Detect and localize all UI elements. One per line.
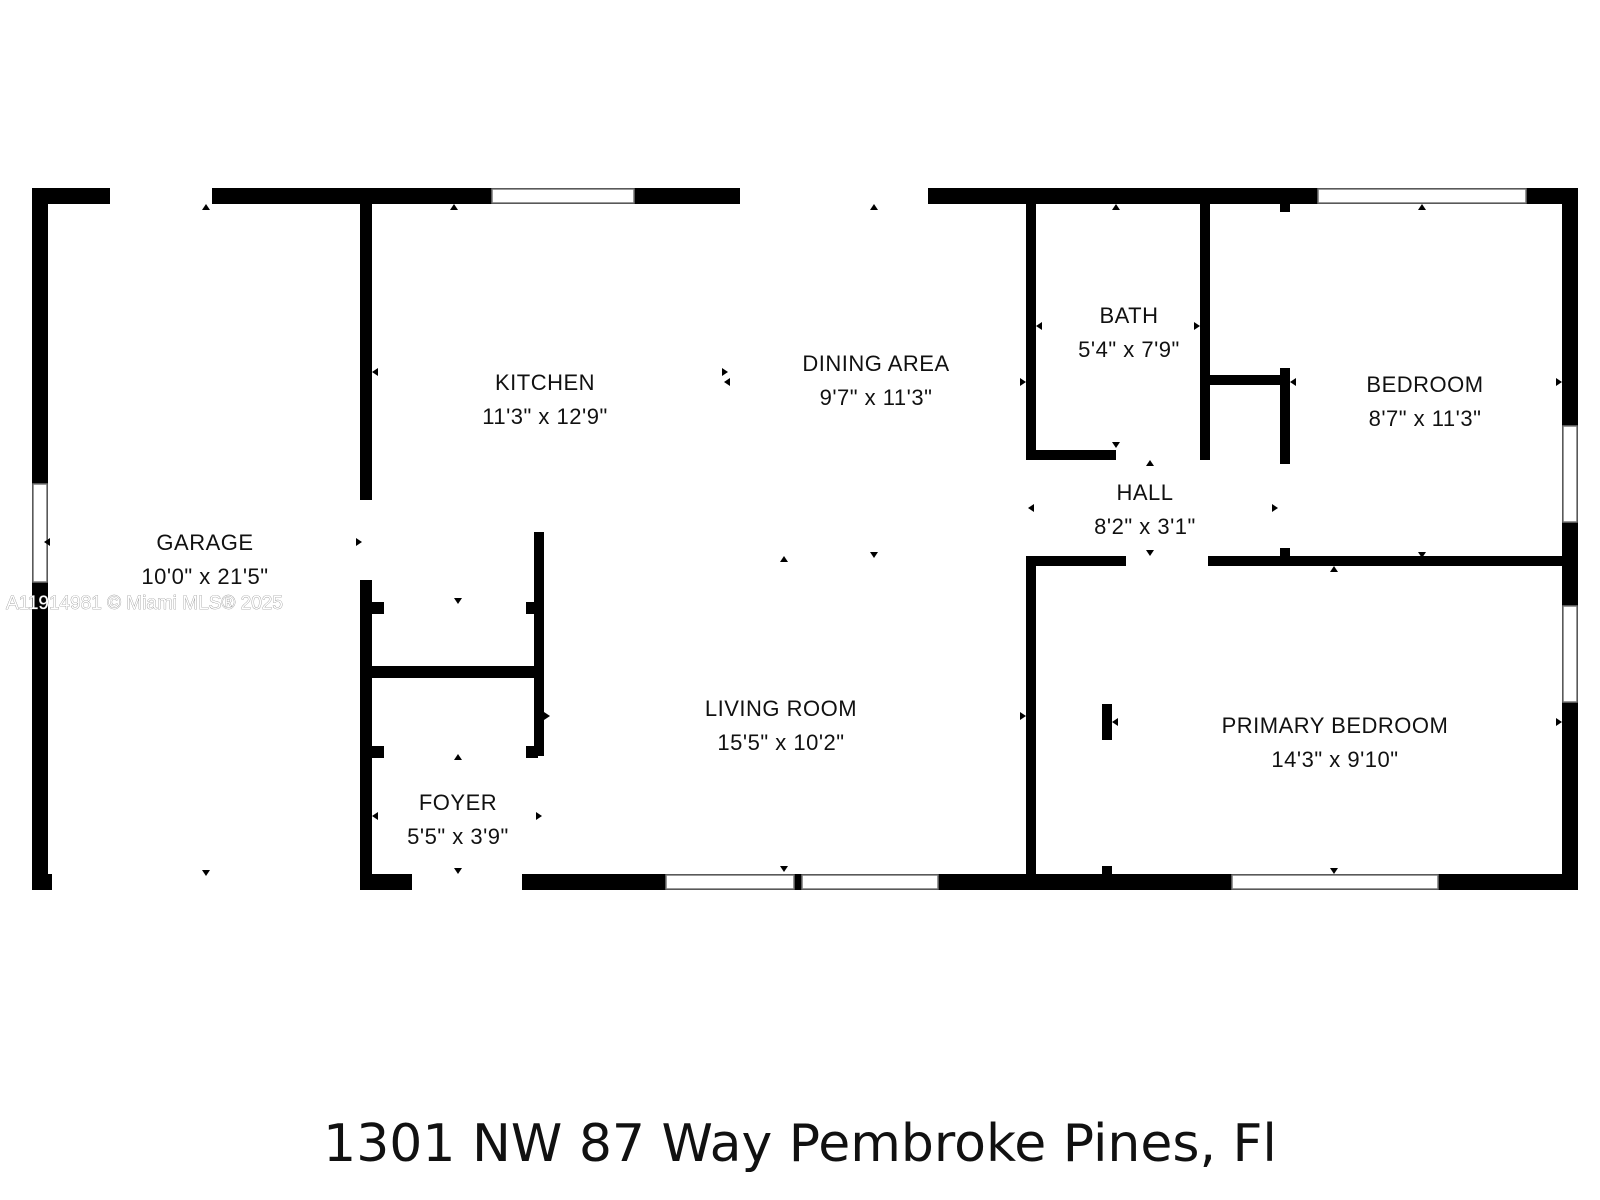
room-dimensions: 9'7" x 11'3" — [820, 385, 933, 410]
dimension-markers — [44, 204, 1562, 876]
room-name: HALL — [1116, 480, 1173, 505]
property-address: 1301 NW 87 Way Pembroke Pines, Fl — [323, 1114, 1277, 1174]
room-dimensions: 10'0" x 21'5" — [141, 564, 268, 589]
room-dimensions: 15'5" x 10'2" — [717, 730, 844, 755]
interior-walls — [360, 196, 1570, 890]
room-name: GARAGE — [156, 530, 253, 555]
room-name: LIVING ROOM — [705, 696, 857, 721]
room-dimensions: 8'7" x 11'3" — [1369, 406, 1482, 431]
room-label-hall: HALL 8'2" x 3'1" — [1094, 480, 1196, 539]
room-dimensions: 11'3" x 12'9" — [482, 404, 608, 429]
room-label-kitchen: KITCHEN 11'3" x 12'9" — [482, 370, 608, 429]
room-name: PRIMARY BEDROOM — [1222, 713, 1449, 738]
room-dimensions: 5'4" x 7'9" — [1078, 337, 1180, 362]
room-name: BATH — [1099, 303, 1158, 328]
room-label-dining: DINING AREA 9'7" x 11'3" — [802, 351, 949, 410]
room-label-garage: GARAGE 10'0" x 21'5" — [141, 530, 268, 589]
windows — [32, 188, 1578, 890]
room-dimensions: 8'2" x 3'1" — [1094, 514, 1196, 539]
room-name: KITCHEN — [495, 370, 595, 395]
room-name: BEDROOM — [1366, 372, 1483, 397]
room-name: FOYER — [419, 790, 497, 815]
mls-watermark: A11914981 © Miami MLS® 2025 — [6, 593, 283, 614]
room-name: DINING AREA — [802, 351, 949, 376]
room-dimensions: 5'5" x 3'9" — [407, 824, 509, 849]
room-label-living: LIVING ROOM 15'5" x 10'2" — [705, 696, 857, 755]
room-label-foyer: FOYER 5'5" x 3'9" — [407, 790, 509, 849]
room-dimensions: 14'3" x 9'10" — [1271, 747, 1398, 772]
room-label-bath: BATH 5'4" x 7'9" — [1078, 303, 1180, 362]
outer-walls — [32, 188, 1578, 890]
room-label-bedroom: BEDROOM 8'7" x 11'3" — [1366, 372, 1483, 431]
door-openings — [52, 186, 1292, 892]
room-label-primary: PRIMARY BEDROOM 14'3" x 9'10" — [1222, 713, 1449, 772]
